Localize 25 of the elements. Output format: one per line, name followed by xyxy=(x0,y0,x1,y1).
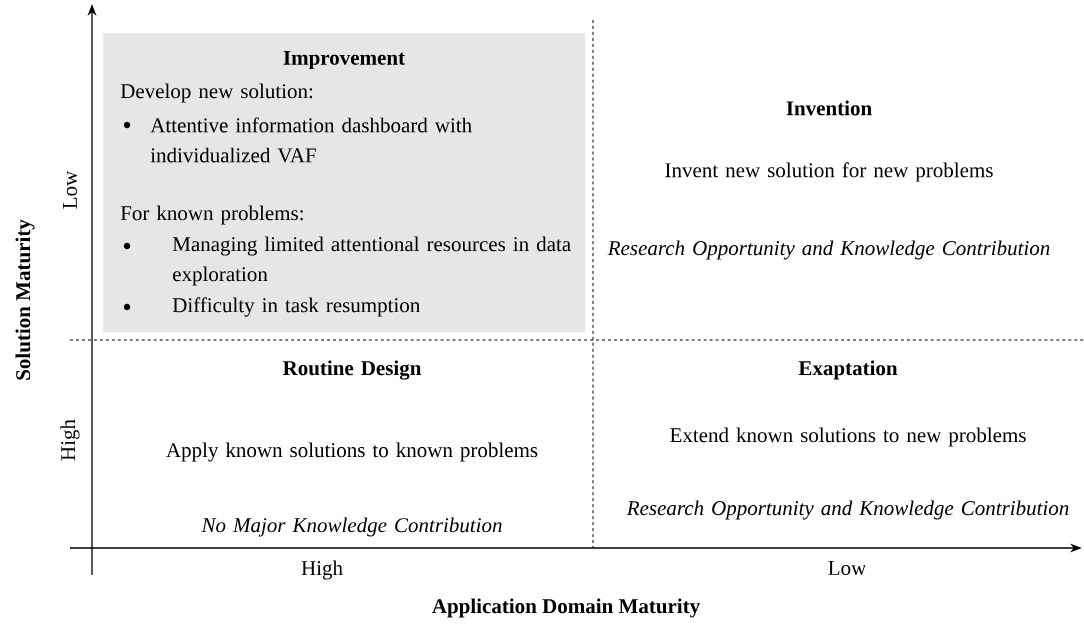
quadrant-panel xyxy=(103,33,586,333)
quadrant-text: Attentive information dashboard with individualized VAF xyxy=(150,117,472,163)
quadrant-text: Apply known solutions to known problems xyxy=(166,442,538,462)
quadrant-text: Extend known solutions to new problems xyxy=(670,427,1026,447)
quadrant-text: Difficulty in task resumption xyxy=(172,297,420,317)
quadrant-text: No Major Knowledge Contribution xyxy=(201,517,502,537)
quadrant-text: Invention xyxy=(786,100,872,116)
axis-label: High xyxy=(60,419,80,461)
quadrant-text: Research Opportunity and Knowledge Contribution xyxy=(607,240,1050,260)
quadrant-text: Research Opportunity and Knowledge Contribution xyxy=(626,500,1069,520)
node-text: Invention Invent new solution for new problems Research Opportunity and Knowledge Contribution xyxy=(607,100,1050,260)
node-text: Exaptation Extend known solutions to new problems Research Opportunity and Knowledge Contribution xyxy=(626,360,1069,520)
axis-title: Application Domain Maturity xyxy=(432,598,700,618)
quadrant-text: Exaptation xyxy=(798,360,898,380)
quadrant-text: Invent new solution for new problems xyxy=(665,162,993,182)
axis-label: Low xyxy=(63,170,77,209)
axis-title: Solution Maturity xyxy=(15,219,35,380)
quadrant-text: For known problems: xyxy=(120,205,303,225)
node-text: Routine Design Apply known solutions to known problems No Major Knowledge Contribution xyxy=(166,360,538,537)
axis-label: High xyxy=(301,560,343,580)
axis-label: Low xyxy=(828,561,867,575)
quadrant-text: Routine Design xyxy=(282,360,422,380)
quadrant-text: Improvement xyxy=(283,50,405,70)
quadrant-text: Managing limited attentional resources in data exploration xyxy=(172,236,571,286)
quadrant-text: Develop new solution: xyxy=(120,83,313,103)
